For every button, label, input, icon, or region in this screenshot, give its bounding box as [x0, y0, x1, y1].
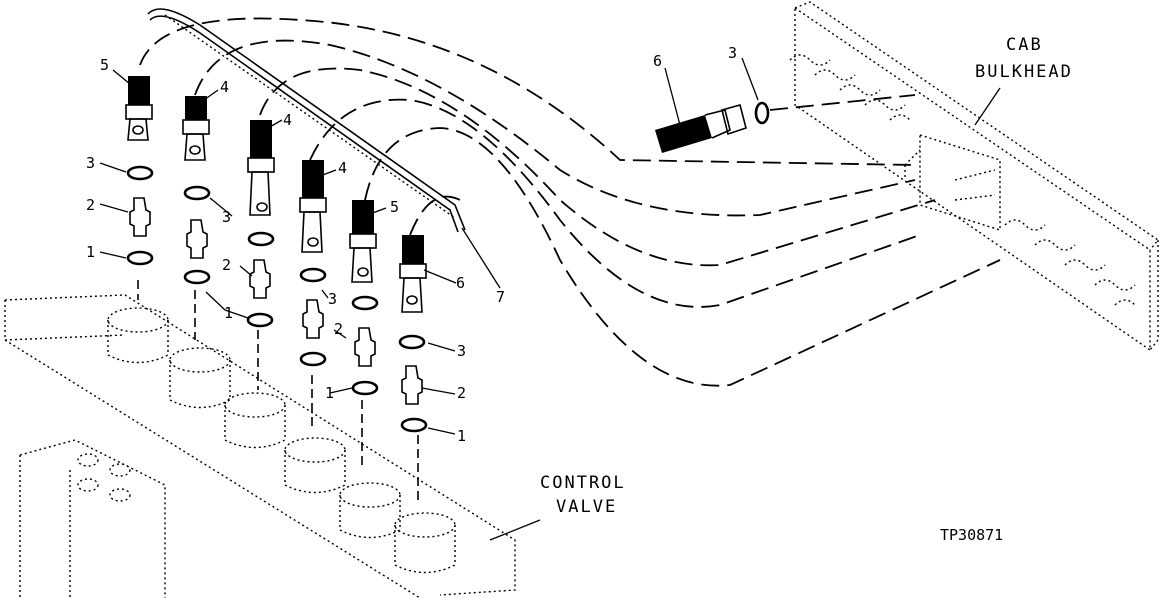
cab-bulkhead-label-line1: CAB [1006, 35, 1043, 55]
callout-7: 7 [496, 288, 505, 306]
callout-1: 1 [457, 427, 466, 445]
control-valve-label-line1: CONTROL [540, 473, 626, 493]
callout-4: 4 [220, 78, 229, 96]
adapter [354, 327, 376, 367]
adapter [249, 259, 271, 299]
o-ring [351, 380, 379, 396]
callout-6: 6 [456, 274, 465, 292]
callout-6: 6 [653, 52, 662, 70]
callout-5: 5 [390, 198, 399, 216]
callout-4: 4 [283, 111, 292, 129]
o-ring [299, 351, 327, 367]
tube-7 [147, 8, 466, 233]
adapter [302, 299, 324, 339]
control-valve-label-line2: VALVE [556, 497, 617, 517]
fitting-stack-c [246, 120, 275, 328]
callout-2: 2 [457, 384, 466, 402]
fitting-stack-f [398, 235, 428, 433]
figure-id: TP30871 [940, 526, 1003, 544]
o-ring [246, 312, 274, 328]
callout-numbers: 5 4 4 4 5 6 3 2 1 3 2 1 3 2 1 3 2 1 7 6 … [86, 44, 737, 445]
adapter [401, 365, 423, 405]
callout-2: 2 [86, 196, 95, 214]
o-ring [299, 267, 327, 283]
o-ring [398, 334, 426, 350]
callout-leaders [99, 57, 1001, 541]
control-valve [4, 294, 516, 598]
callout-2: 2 [334, 320, 343, 338]
adapter [186, 219, 208, 259]
callout-1: 1 [86, 243, 95, 261]
o-ring [351, 295, 379, 311]
callout-3: 3 [86, 154, 95, 172]
callout-3: 3 [728, 44, 737, 62]
hose-routes [137, 17, 1001, 500]
o-ring [754, 101, 770, 125]
cab-bulkhead-label-line2: BULKHEAD [975, 62, 1073, 82]
callout-3: 3 [328, 290, 337, 308]
callout-3: 3 [222, 208, 231, 226]
o-ring [247, 231, 275, 247]
o-ring [183, 185, 211, 201]
cab-bulkhead [789, 1, 1160, 352]
o-ring [183, 269, 211, 285]
o-ring [400, 417, 428, 433]
o-ring [126, 250, 154, 266]
fitting-stack-d [299, 160, 327, 367]
fitting-stack-b [182, 96, 211, 285]
callout-5: 5 [100, 56, 109, 74]
fitting-stack-e [349, 200, 379, 396]
fitting-stack-a [125, 76, 154, 266]
o-ring [126, 165, 154, 181]
callout-4: 4 [338, 159, 347, 177]
adapter [129, 197, 151, 237]
hose-end-6-bulkhead [655, 101, 770, 153]
callout-3: 3 [457, 342, 466, 360]
callout-2: 2 [222, 256, 231, 274]
callout-1: 1 [325, 384, 334, 402]
callout-1: 1 [224, 304, 233, 322]
part-labels: CAB BULKHEAD CONTROL VALVE TP30871 [540, 35, 1073, 544]
